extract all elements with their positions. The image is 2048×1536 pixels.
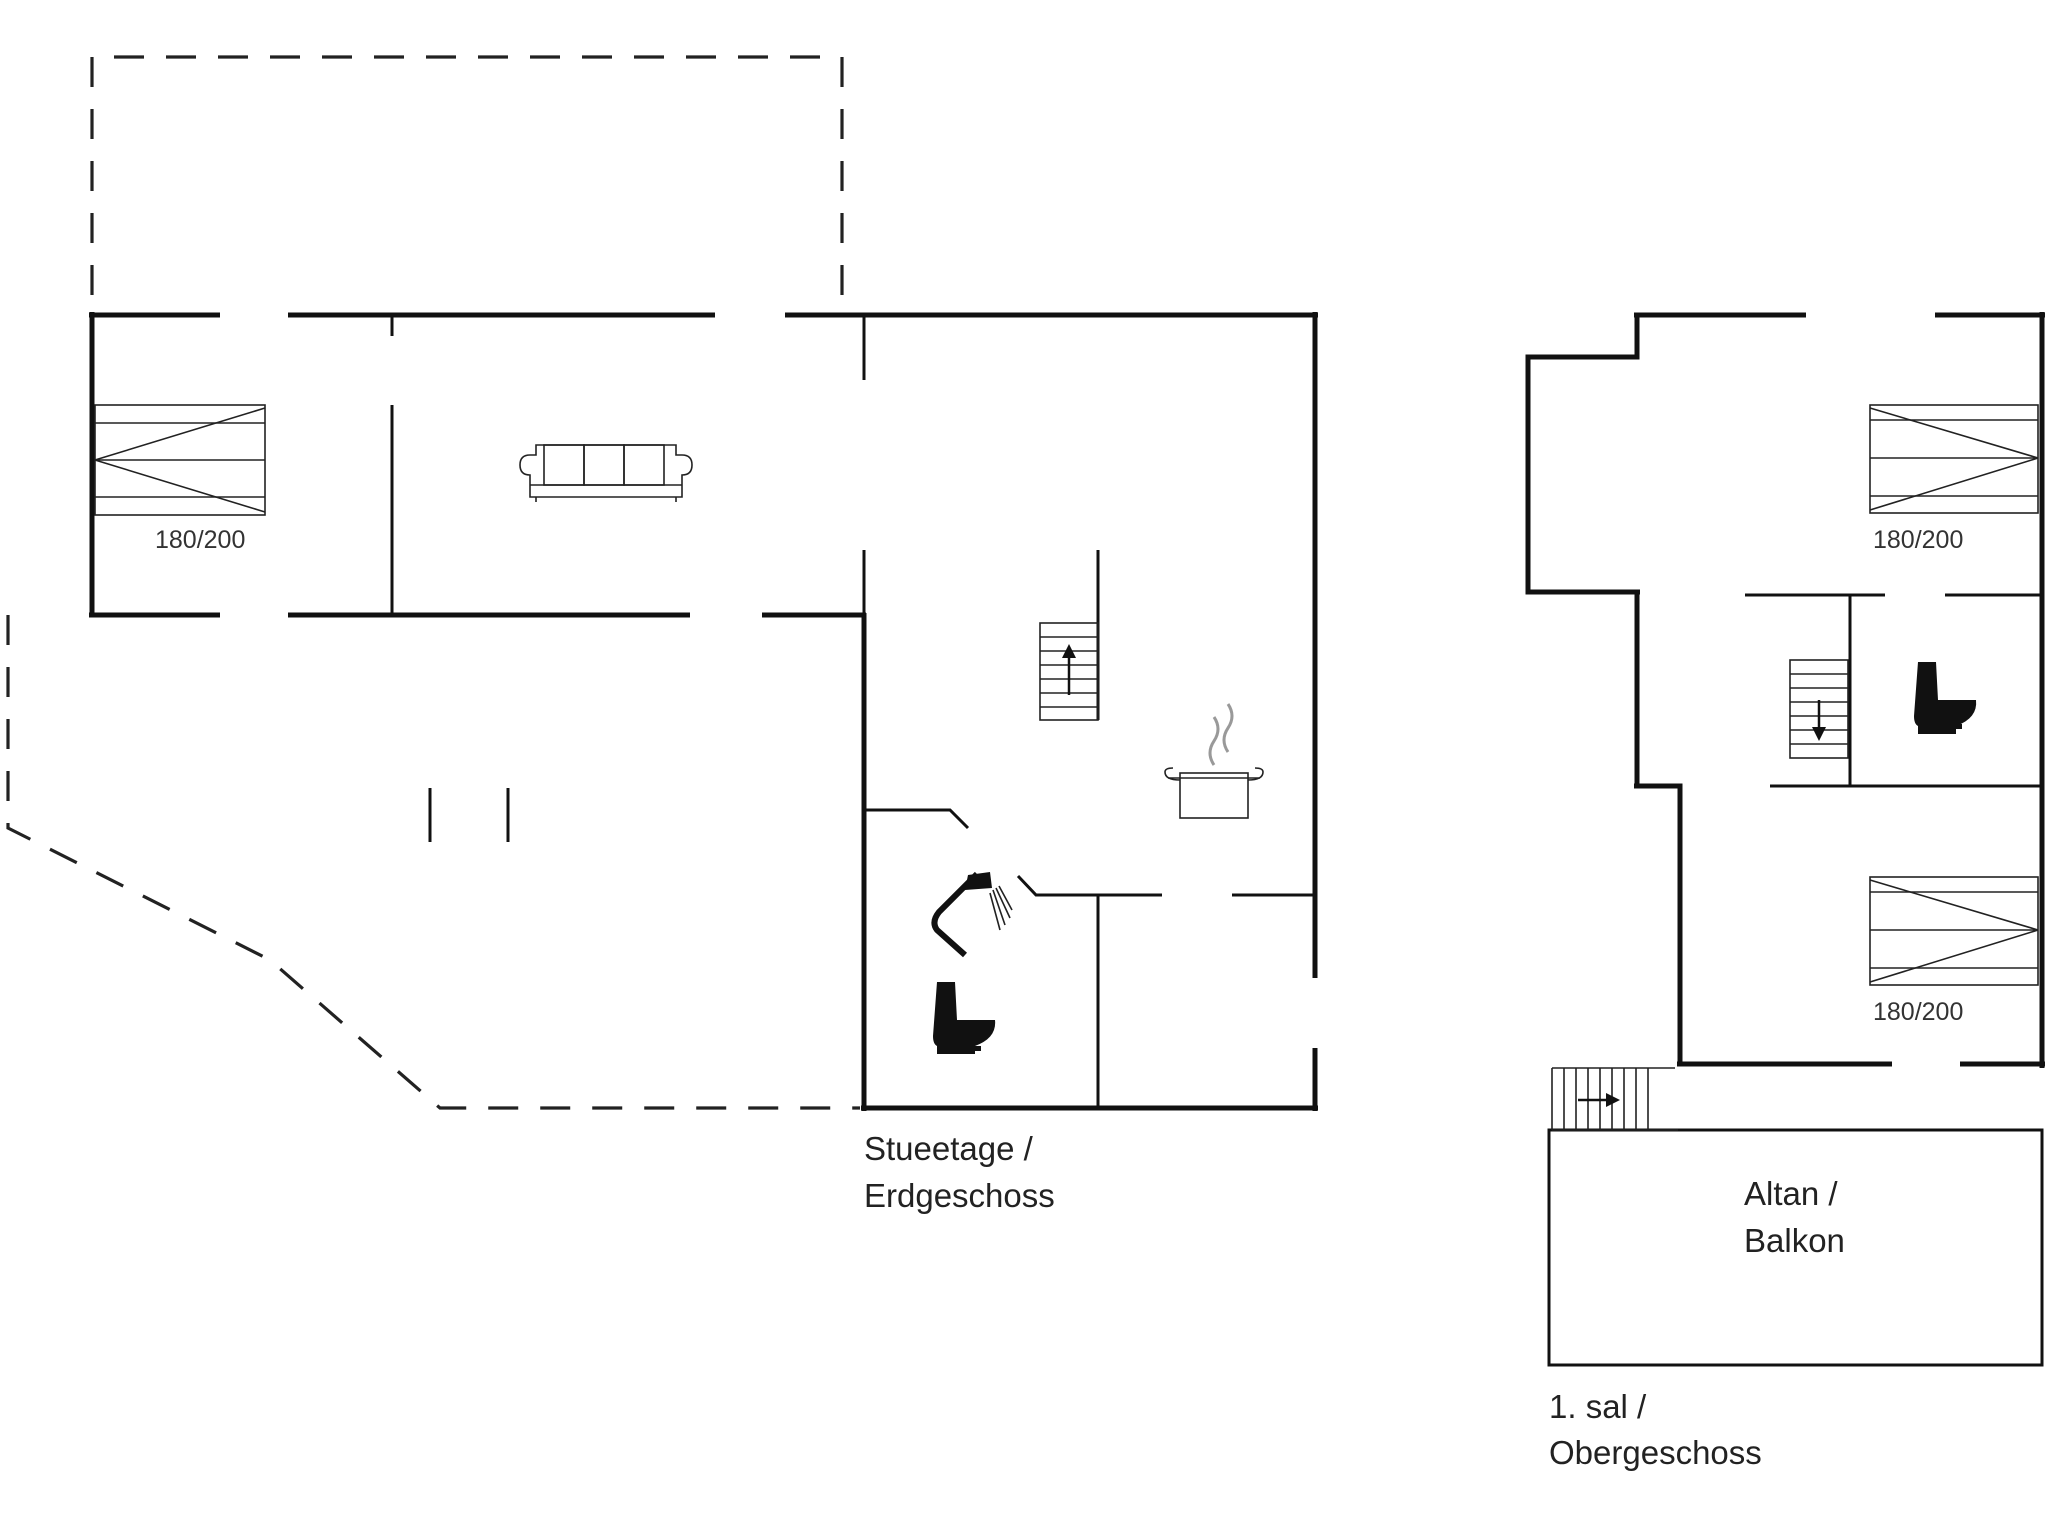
terrace-outline-top [90, 55, 844, 315]
ground-floor-label-line1: Stueetage / [864, 1130, 1034, 1167]
balcony-label-line2: Balkon [1744, 1222, 1845, 1259]
stairs-down-icon [1789, 659, 1849, 759]
bed-size-label: 180/200 [155, 526, 245, 554]
balcony: Altan / Balkon [1547, 1067, 2044, 1367]
ground-floor: 180/200 [6, 55, 1318, 1214]
toilet-icon [933, 982, 996, 1054]
upper-interior-walls [1745, 593, 2042, 788]
stairs-up-icon [1039, 622, 1099, 721]
upper-floor-label-line2: Obergeschoss [1549, 1434, 1762, 1471]
toilet-icon [1914, 662, 1977, 734]
ground-floor-label-line2: Erdgeschoss [864, 1177, 1055, 1214]
ground-interior-walls [390, 315, 1315, 1108]
balcony-label-line1: Altan / [1744, 1175, 1838, 1212]
ground-exterior-walls [89, 312, 1318, 1111]
shower-icon [931, 871, 1013, 958]
cooking-pot-icon [1164, 703, 1264, 819]
terrace-outline-bottom [6, 615, 860, 1110]
bed-size-label: 180/200 [1873, 526, 1963, 554]
stairs-icon [1551, 1067, 1678, 1131]
double-bed-icon [1869, 876, 2039, 986]
double-bed-icon [1869, 404, 2039, 514]
upper-exterior-walls [1525, 312, 2045, 1068]
double-bed-icon [94, 404, 266, 516]
bed-size-label: 180/200 [1873, 998, 1963, 1026]
sofa-icon [519, 444, 693, 502]
upper-floor-label-line1: 1. sal / [1549, 1388, 1647, 1425]
upper-floor: 180/200 180/200 [1525, 312, 2045, 1471]
